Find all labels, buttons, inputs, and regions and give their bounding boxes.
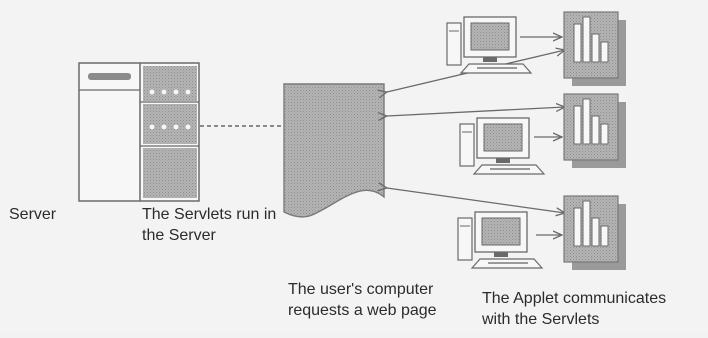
applet-label-line1: The Applet communicates [482, 290, 667, 307]
computer-icon [457, 211, 544, 269]
applet-icon [563, 93, 626, 168]
server-icon [78, 62, 200, 202]
computer-icon [459, 117, 546, 175]
server-label: Server [9, 206, 57, 223]
applet-label-line2: with the Servlets [482, 311, 600, 328]
user-computer-label-line2: requests a web page [288, 302, 437, 319]
web-page-icon [283, 83, 385, 218]
computer-icon [446, 16, 533, 74]
applet-icon [563, 195, 626, 270]
applet-icon [563, 11, 626, 86]
user-computer-label-line1: The user's computer [288, 281, 434, 298]
servlets-label-line1: The Servlets run in [142, 206, 277, 223]
servlets-label-line2: the Server [142, 227, 216, 244]
